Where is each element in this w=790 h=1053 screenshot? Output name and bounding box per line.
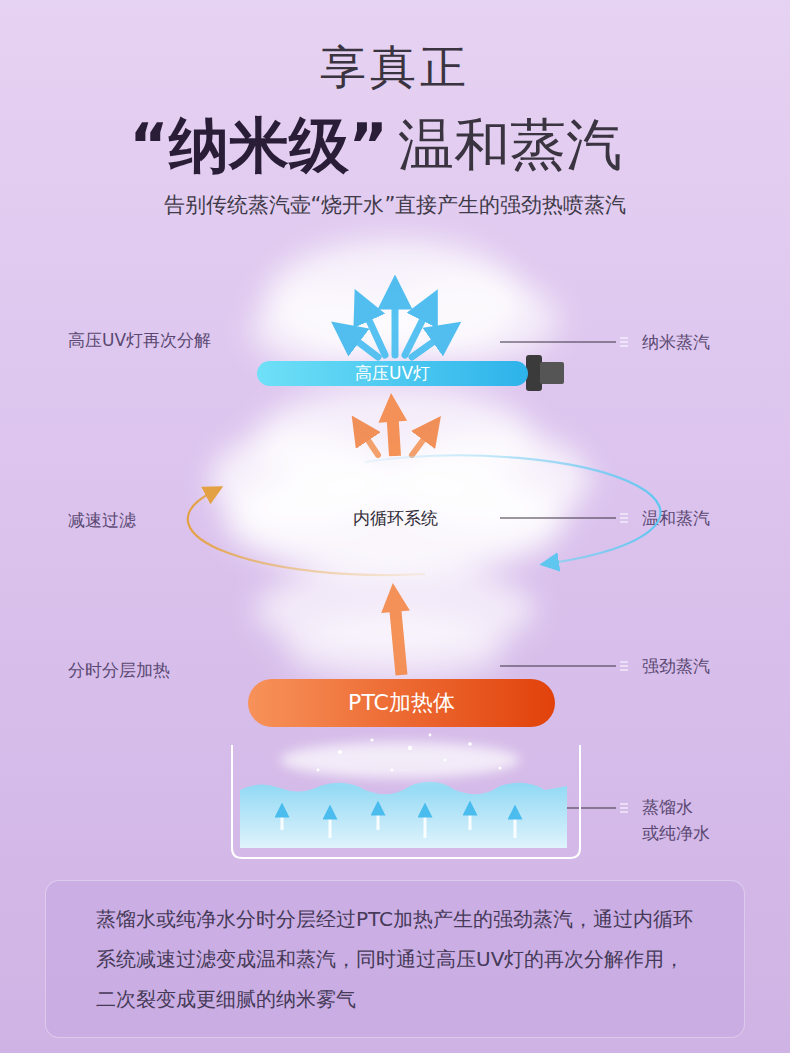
steam-arrow [393, 416, 396, 456]
node-text: PTC加热体 [348, 688, 455, 718]
water-label: 蒸馏水 或纯净水 [642, 794, 710, 847]
stage-label: 分时分层加热 [68, 660, 170, 680]
subtitle: 告别传统蒸汽壶“烧开水”直接产生的强劲热喷蒸汽 [164, 193, 627, 218]
caption-panel: 蒸馏水或纯净水分时分层经过PTC加热产生的强劲蒸汽，通过内循环系统减速过滤变成温… [45, 880, 745, 1038]
title-phrase: 温和蒸汽 [398, 111, 622, 178]
stage-label: 减速过滤 [68, 510, 136, 530]
steam-label: 纳米蒸汽 [642, 332, 710, 352]
circulation-loop: 内循环系统 [195, 460, 595, 576]
node-text: 高压UV灯 [355, 362, 430, 385]
page-title: 享真正 [320, 37, 470, 99]
steam-arrow [395, 606, 402, 675]
steam-label: 温和蒸汽 [642, 508, 710, 528]
node-text: 内循环系统 [353, 507, 438, 530]
ptc-heater-bar: PTC加热体 [248, 679, 555, 727]
steam-label: 强劲蒸汽 [642, 656, 710, 676]
title-keyword: “纳米级” [129, 109, 388, 181]
stage-label: 高压UV灯再次分解 [68, 330, 211, 350]
uv-lamp-bar: 高压UV灯 [257, 361, 528, 386]
